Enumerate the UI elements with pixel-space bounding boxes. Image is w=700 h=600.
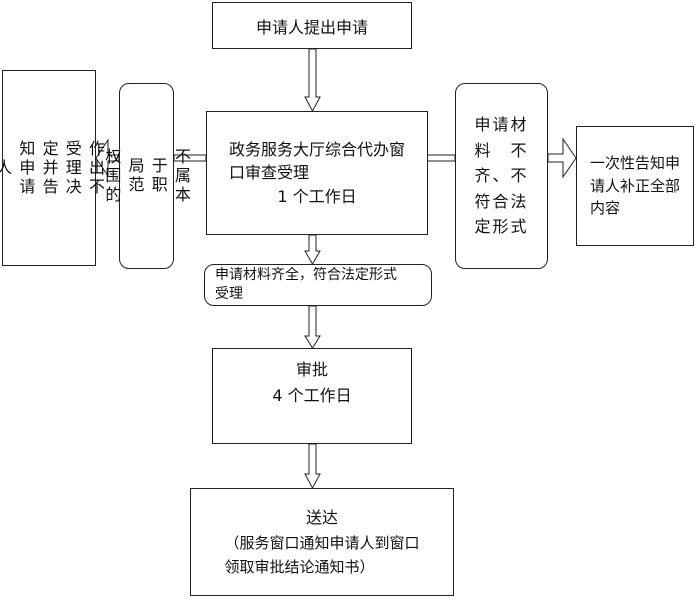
not-accept-line-2: 受理决 bbox=[62, 139, 82, 197]
not-scope-box: 不属本 于职 局范 权围的 bbox=[102, 83, 191, 269]
notify-line-2: 请人补正全部 bbox=[589, 176, 680, 195]
apply-text: 申请人提出申请 bbox=[255, 17, 368, 37]
not-accept-line-5: 人 bbox=[0, 158, 13, 178]
accept-line-3: 1 个工作日 bbox=[277, 186, 357, 206]
complete-box: 申请材料齐全，符合法定形式 受理 bbox=[204, 264, 432, 306]
arrow-complete-to-approve bbox=[304, 305, 321, 349]
deliver-line-2: （服务窗口通知申请人到窗口 bbox=[224, 533, 420, 552]
incomplete-line-3: 齐、不 bbox=[474, 166, 529, 186]
not-scope-line-4: 权围的 bbox=[102, 147, 122, 205]
notify-box: 一次性告知申 请人补正全部 内容 bbox=[576, 126, 694, 246]
not-scope-line-3: 局范 bbox=[125, 157, 145, 195]
incomplete-line-1: 申请材 bbox=[474, 115, 529, 135]
approve-box: 审批 4 个工作日 bbox=[212, 348, 412, 444]
deliver-line-3: 领取审批结论通知书） bbox=[224, 557, 375, 576]
incomplete-line-2: 料 不 bbox=[474, 140, 529, 160]
arrow-incomplete-to-notify bbox=[547, 137, 577, 179]
not-accept-line-3: 定并告 bbox=[39, 139, 59, 197]
not-scope-line-1: 不属本 bbox=[171, 147, 191, 205]
incomplete-line-4: 符合法 bbox=[474, 191, 529, 211]
not-accept-line-4: 知申请 bbox=[16, 139, 36, 197]
incomplete-line-5: 定形式 bbox=[474, 217, 529, 237]
notify-line-3: 内容 bbox=[589, 199, 620, 218]
approve-line-1: 审批 bbox=[295, 360, 328, 379]
arrow-accept-to-complete bbox=[304, 234, 321, 266]
complete-line-2: 受理 bbox=[215, 286, 243, 302]
arrow-approve-to-deliver bbox=[304, 443, 321, 490]
connector-accept-to-incomplete bbox=[426, 154, 456, 162]
not-accept-line-1: 作出不 bbox=[85, 139, 105, 197]
accept-line-2: 口审查受理 bbox=[228, 163, 309, 183]
complete-line-1: 申请材料齐全，符合法定形式 bbox=[215, 267, 397, 284]
arrow-not-scope-to-not-accept bbox=[95, 138, 120, 178]
arrow-apply-to-accept bbox=[304, 48, 321, 113]
incomplete-box: 申请材 料 不 齐、不 符合法 定形式 bbox=[455, 83, 548, 269]
approve-line-2: 4 个工作日 bbox=[272, 385, 352, 405]
accept-box: 政务服务大厅综合代办窗 口审查受理 1 个工作日 bbox=[206, 111, 428, 235]
deliver-box: 送达 （服务窗口通知申请人到窗口 领取审批结论通知书） bbox=[190, 488, 454, 596]
notify-line-1: 一次性告知申 bbox=[589, 154, 680, 173]
accept-line-1: 政务服务大厅综合代办窗 bbox=[228, 140, 405, 160]
not-accept-box: 作出不 受理决 定并告 知申请 人 bbox=[0, 70, 105, 266]
apply-box: 申请人提出申请 bbox=[212, 2, 412, 49]
deliver-line-1: 送达 bbox=[305, 508, 338, 528]
not-scope-line-2: 于职 bbox=[148, 157, 168, 195]
